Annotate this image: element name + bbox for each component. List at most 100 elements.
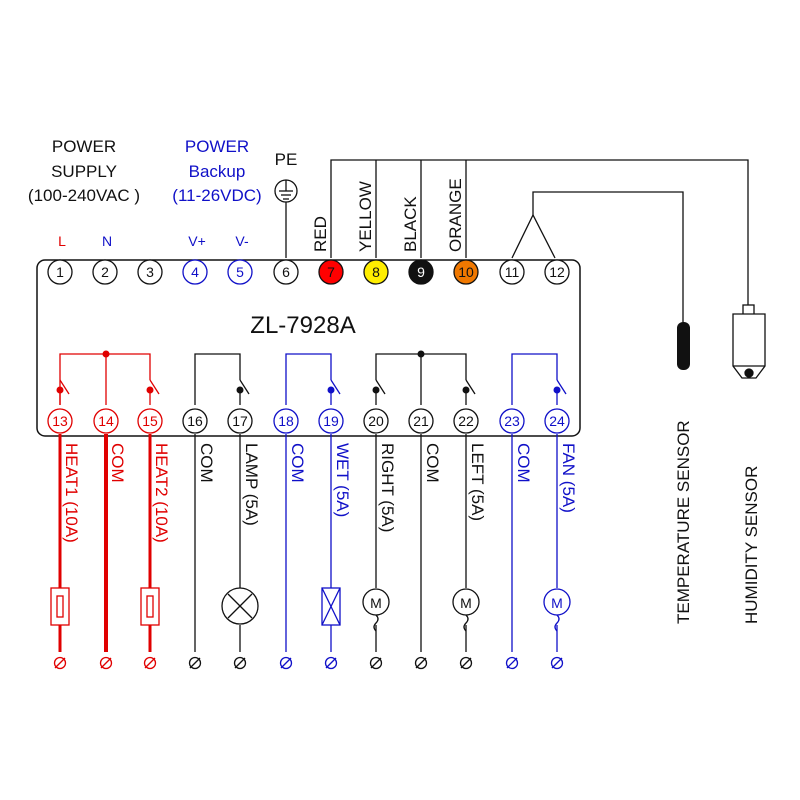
terminal-2: 2N [92, 233, 118, 285]
terminal-11: 11 [499, 259, 525, 285]
terminal-label: LEFT (5A) [468, 443, 487, 521]
terminal-number: 14 [98, 413, 114, 429]
ground-icon [274, 179, 298, 258]
terminal-9: 9 BLACK [401, 196, 434, 285]
terminal-circle [137, 408, 163, 434]
terminal-circle [182, 259, 208, 285]
terminal-number: 17 [232, 413, 248, 429]
pe-label: PE [275, 150, 298, 169]
screw-terminal-icon [369, 656, 383, 670]
terminal-label: BLACK [401, 196, 420, 252]
terminal-3: 3 [137, 259, 163, 285]
terminal-12: 12 [544, 259, 570, 285]
terminal-circle [544, 408, 570, 434]
screw-terminal-icon [324, 656, 338, 670]
terminal-number: 15 [142, 413, 158, 429]
terminal-circle [544, 259, 570, 285]
terminal-number: 12 [549, 264, 565, 280]
terminal-circle [318, 408, 344, 434]
terminal-label: RIGHT (5A) [378, 443, 397, 532]
terminal-label: YELLOW [356, 181, 375, 252]
terminal-number: 11 [505, 264, 520, 280]
model-label: ZL-7928A [250, 312, 355, 339]
humidity-sensor-icon [732, 304, 766, 379]
power-supply-line2: SUPPLY [51, 162, 117, 181]
terminal-label: COM [423, 443, 442, 483]
motor-icon: M [452, 588, 480, 632]
power-backup-label: POWER Backup (11-26VDC) [172, 137, 261, 205]
power-supply-label: POWER SUPPLY (100-240VAC ) [28, 137, 140, 205]
screw-terminal-icon [99, 656, 113, 670]
terminal-number: 21 [413, 413, 429, 429]
terminal-number: 18 [278, 413, 294, 429]
terminal-number: 9 [417, 264, 425, 280]
lamp-icon [221, 587, 259, 625]
terminal-circle [363, 408, 389, 434]
terminal-label: COM [514, 443, 533, 483]
terminal-label: COM [197, 443, 216, 483]
terminal-number: 16 [187, 413, 203, 429]
sensor-cable [330, 159, 749, 322]
terminal-circle [499, 259, 525, 285]
terminal-circle [92, 259, 118, 285]
terminal-number: 22 [458, 413, 474, 429]
screw-terminal-icon [143, 656, 157, 670]
terminal-number: 4 [191, 264, 199, 280]
screw-terminal-icon [279, 656, 293, 670]
power-supply-line3: (100-240VAC ) [28, 186, 140, 205]
terminal-number: 24 [549, 413, 565, 429]
motor-icon: M [362, 588, 390, 632]
terminal-circle [408, 259, 434, 285]
terminal-circle [453, 408, 479, 434]
terminal-number: 23 [504, 413, 520, 429]
motor-symbol: M [460, 595, 472, 611]
power-backup-line3: (11-26VDC) [172, 186, 261, 205]
terminal-circle [273, 408, 299, 434]
terminal-circle [453, 259, 479, 285]
terminal-circle [47, 259, 73, 285]
motor-symbol: M [370, 595, 382, 611]
terminal-label: FAN (5A) [559, 443, 578, 513]
power-backup-line2: Backup [189, 162, 246, 181]
screw-terminal-icon [188, 656, 202, 670]
terminal-label: V+ [188, 233, 206, 249]
screw-terminal-icon [550, 656, 564, 670]
relay-junctions [56, 350, 561, 394]
terminal-circle [227, 259, 253, 285]
terminal-number: 7 [327, 264, 335, 280]
terminal-circle [408, 408, 434, 434]
terminal-circle [499, 408, 525, 434]
screw-terminal-icon [233, 656, 247, 670]
terminal-circle [137, 259, 163, 285]
valve-icon [321, 587, 341, 626]
screw-terminal-icon [53, 656, 67, 670]
terminal-4: 4 V+ [182, 233, 208, 285]
screw-terminal-icon [414, 656, 428, 670]
screw-terminal-icon [459, 656, 473, 670]
heater-icon [140, 587, 160, 626]
terminal-label: N [102, 233, 112, 249]
terminal-number: 2 [101, 264, 109, 280]
terminal-circle [47, 408, 73, 434]
motor-icon: M [543, 588, 571, 632]
screw-terminal-icon [505, 656, 519, 670]
terminal-label: HEAT2 (10A) [152, 443, 171, 543]
terminal-6: 6 [273, 259, 299, 285]
terminal-label: V- [235, 233, 249, 249]
terminal-circle [182, 408, 208, 434]
terminal-circle [318, 259, 344, 285]
terminal-label: LAMP (5A) [242, 443, 261, 526]
controller-body [36, 259, 581, 437]
